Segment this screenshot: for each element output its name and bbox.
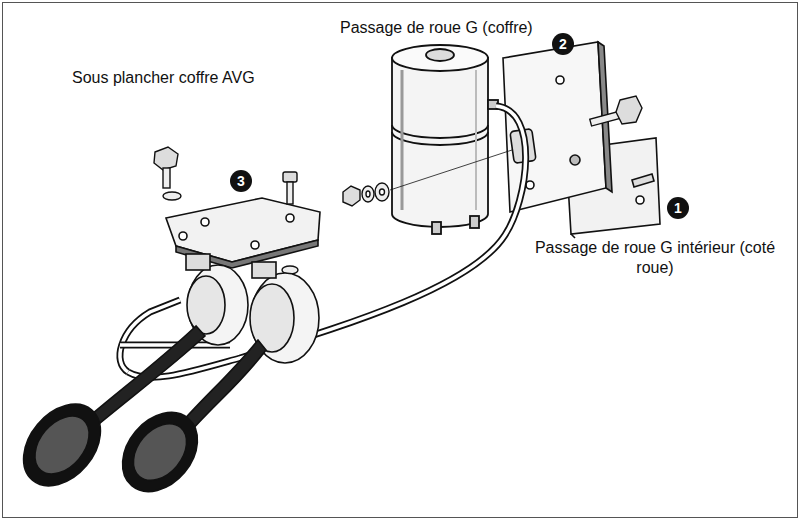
compressor (392, 45, 498, 234)
location-label: Passage de roue G intérieur (coté roue) (530, 238, 780, 278)
location-label: Sous plancher coffre AVG (72, 68, 255, 88)
callout-number: 2 (552, 33, 574, 55)
bolt (590, 96, 642, 126)
air-horns (8, 254, 319, 506)
air-pipe (120, 106, 526, 377)
location-label: Passage de roue G (coffre) (340, 18, 533, 38)
frame (3, 3, 798, 518)
nuts-washers (343, 150, 512, 206)
callout-number: 3 (230, 170, 252, 192)
callout-number: 1 (667, 197, 689, 219)
